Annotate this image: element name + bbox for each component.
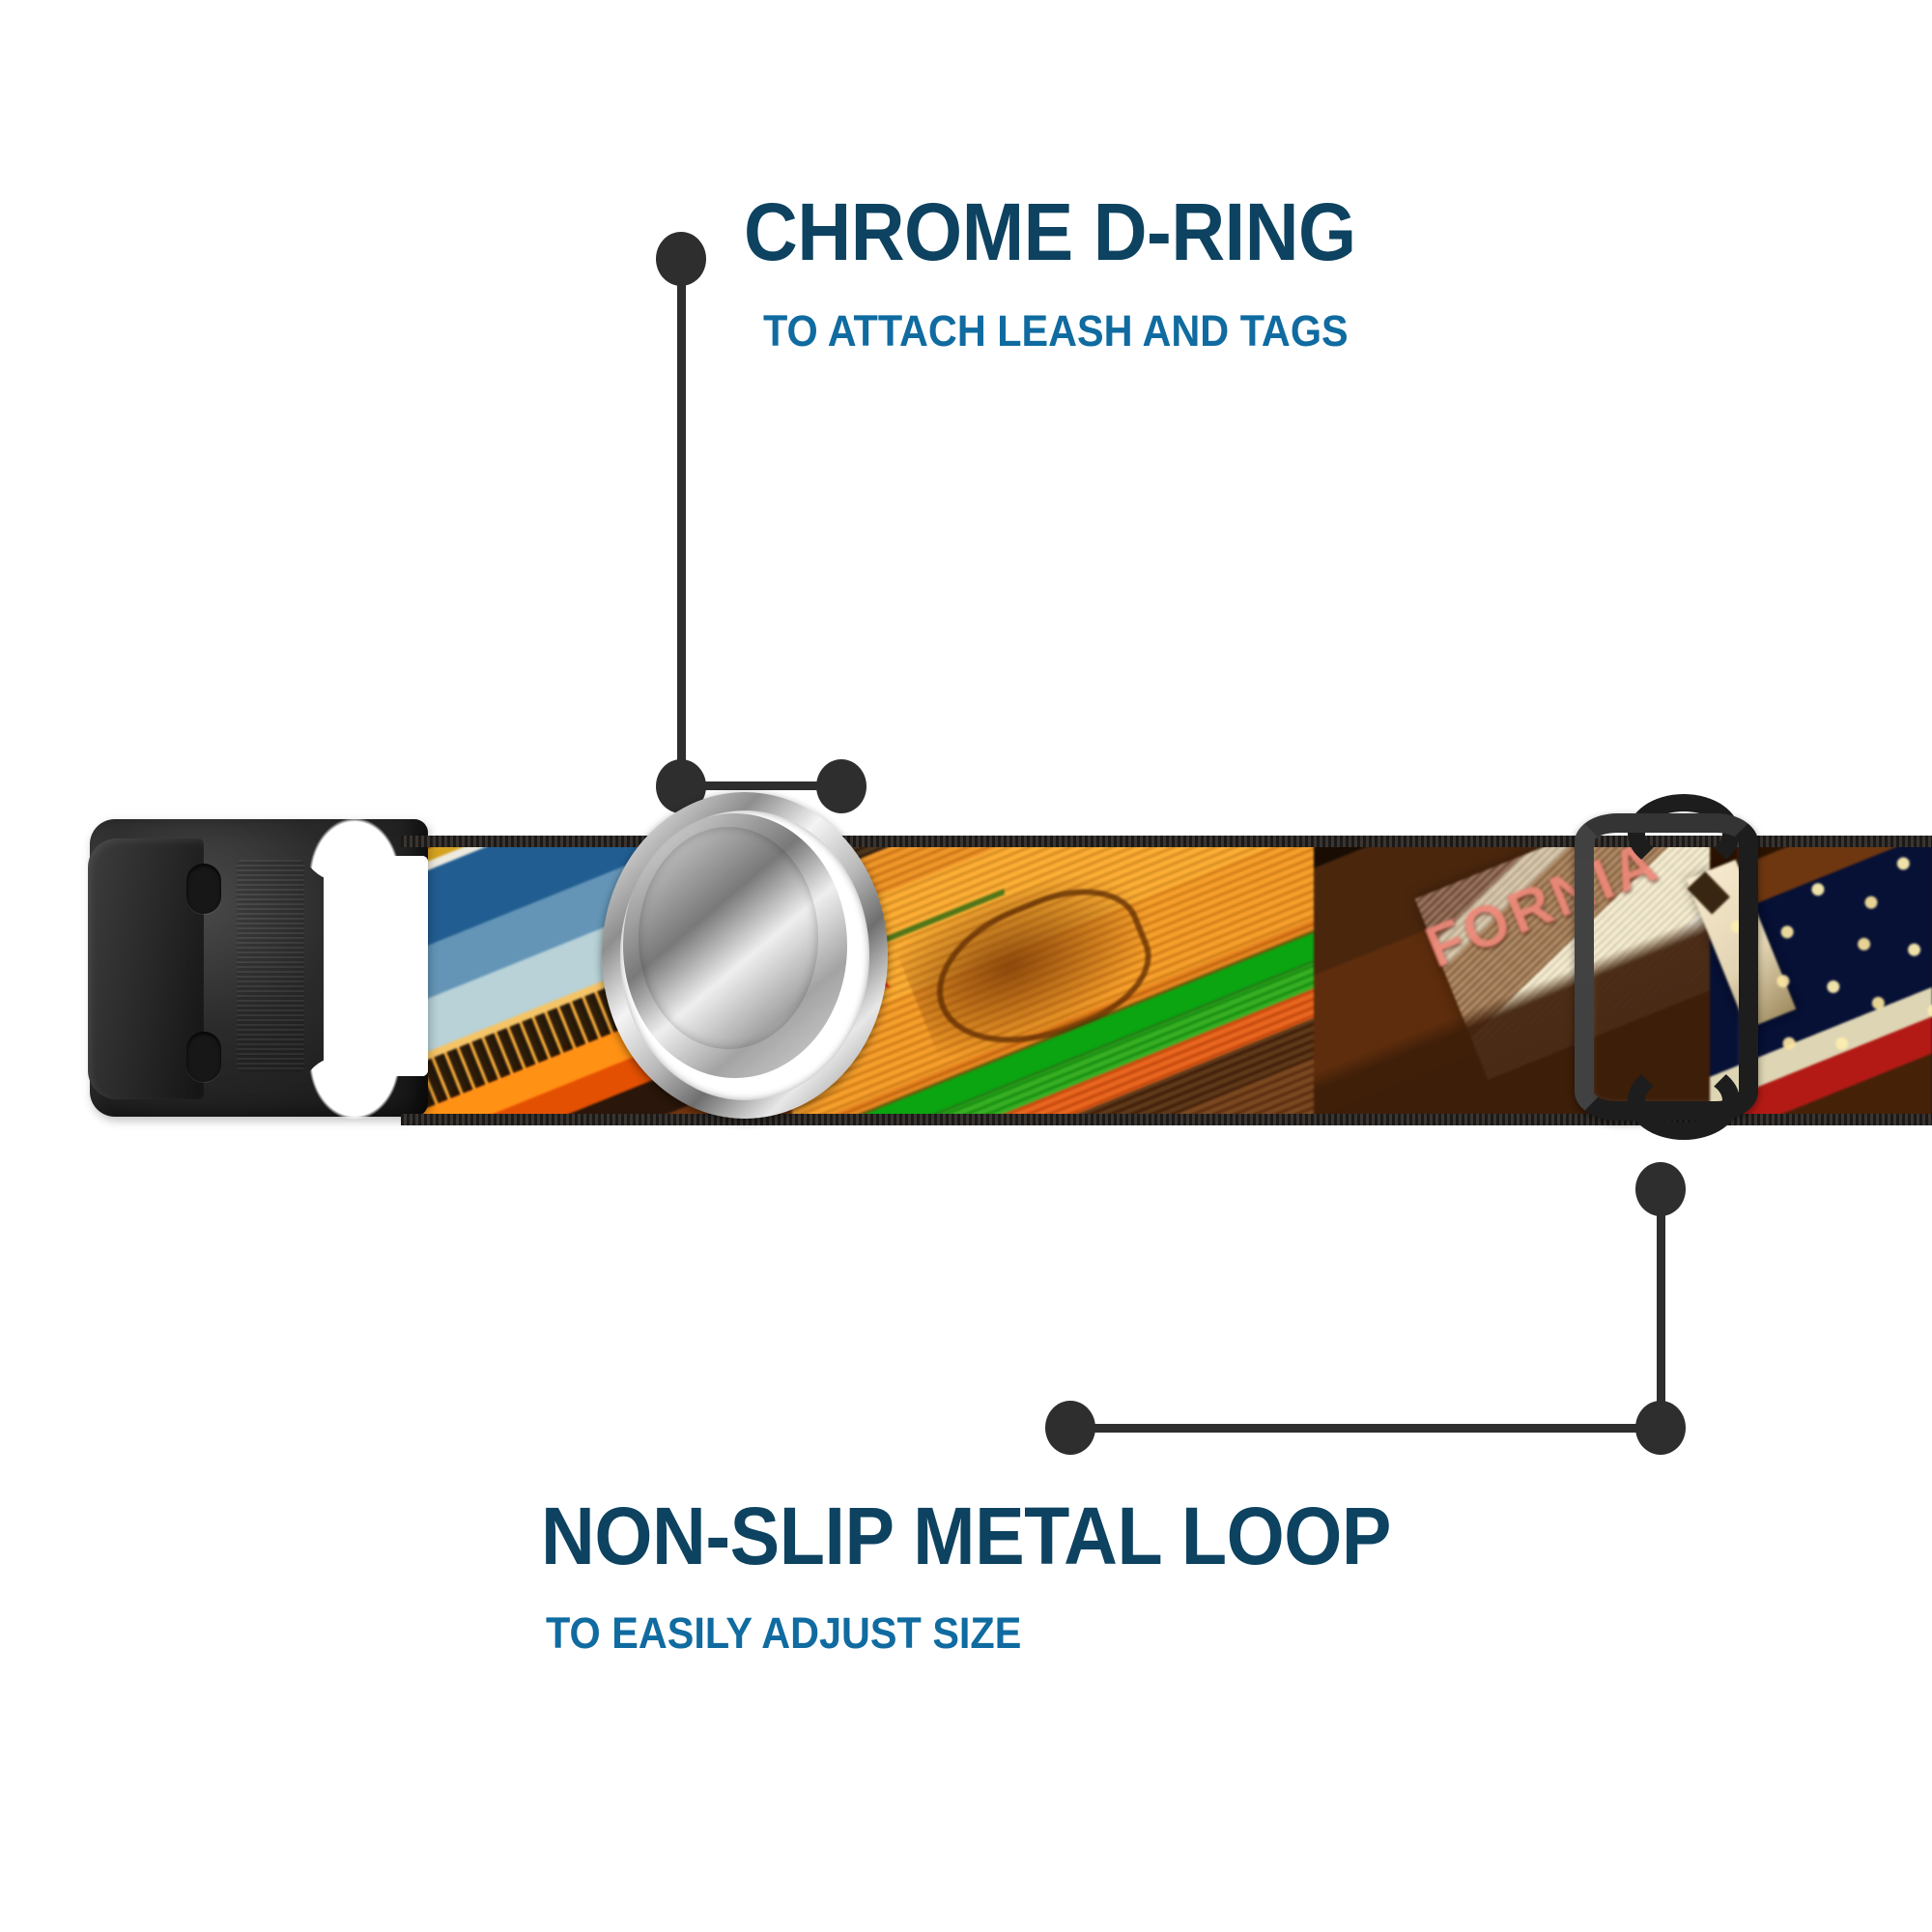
buckle-release-slot-bottom — [186, 1032, 221, 1082]
buckle-release-slot-top — [186, 864, 221, 914]
callout-dot-bottom-end — [1045, 1401, 1095, 1455]
callout-line-top-vertical — [677, 255, 686, 786]
buckle-strap-window — [324, 856, 428, 1076]
callout-line-bottom-horizontal — [1065, 1424, 1661, 1433]
d-ring-inner-ring — [623, 813, 847, 1078]
product-dog-collar: FORNIA — [82, 792, 1932, 1140]
callout-dot-top-end — [816, 759, 867, 813]
buckle-grip-ribs — [237, 860, 304, 1072]
d-ring-opening — [639, 827, 818, 1049]
metal-loop-highlight — [1575, 813, 1758, 1121]
chrome-d-ring — [584, 782, 874, 1150]
buckle-nose — [88, 838, 204, 1099]
callout-subtitle-chrome-d-ring: TO ATTACH LEASH AND TAGS — [763, 306, 1349, 355]
callout-line-top-horizontal — [681, 781, 845, 790]
non-slip-metal-loop — [1575, 794, 1758, 1140]
callout-title-non-slip-metal-loop: NON-SLIP METAL LOOP — [541, 1491, 1392, 1581]
artwork-california-bear-flag — [787, 841, 1359, 1125]
side-release-buckle — [82, 792, 440, 1140]
callout-title-chrome-d-ring: CHROME D-RING — [744, 186, 1356, 277]
callout-subtitle-non-slip-metal-loop: TO EASILY ADJUST SIZE — [546, 1608, 1022, 1658]
callout-line-bottom-vertical — [1657, 1186, 1665, 1428]
